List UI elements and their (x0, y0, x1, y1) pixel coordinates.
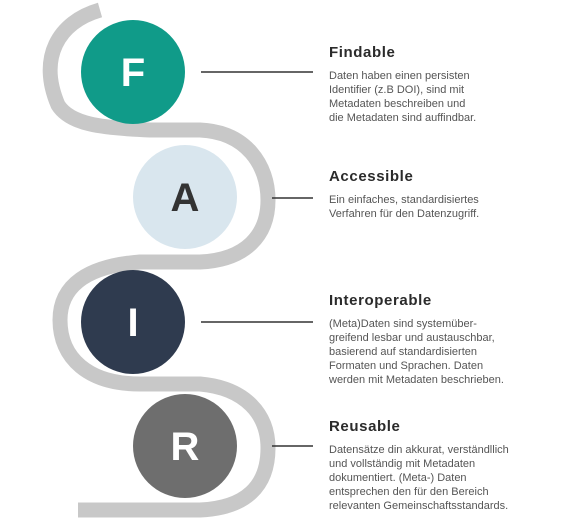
circle-accessible: A (133, 145, 237, 249)
accessible-title: Accessible (329, 168, 414, 185)
circle-reusable: R (133, 394, 237, 498)
findable-block: Findable Daten haben einen persisten Ide… (329, 44, 574, 125)
interoperable-description: (Meta)Daten sind systemüber- greifend le… (329, 318, 504, 386)
circle-interoperable: I (81, 270, 185, 374)
circle-interoperable-shape (81, 270, 185, 374)
accessible-description: Ein einfaches, standardisiertes Verfahre… (329, 194, 480, 220)
circle-findable-shape (81, 20, 185, 124)
letter-accessible: A (171, 176, 200, 220)
serpentine-track (42, 2, 276, 518)
reusable-title: Reusable (329, 418, 401, 435)
letter-reusable: R (171, 425, 200, 469)
accessible-block: Accessible Ein einfaches, standardisiert… (329, 168, 574, 221)
letter-findable: F (121, 51, 145, 95)
circle-accessible-shape (133, 145, 237, 249)
interoperable-title: Interoperable (329, 292, 432, 309)
reusable-block: Reusable Datensätze din akkurat, verstän… (329, 418, 574, 513)
letter-interoperable: I (127, 301, 138, 345)
circle-findable: F (81, 20, 185, 124)
interoperable-block: Interoperable (Meta)Daten sind systemübe… (329, 292, 574, 387)
findable-title: Findable (329, 44, 396, 61)
reusable-description: Datensätze din akkurat, verständllich un… (329, 444, 509, 512)
circle-reusable-shape (133, 394, 237, 498)
findable-description: Daten haben einen persisten Identifier (… (329, 70, 477, 124)
